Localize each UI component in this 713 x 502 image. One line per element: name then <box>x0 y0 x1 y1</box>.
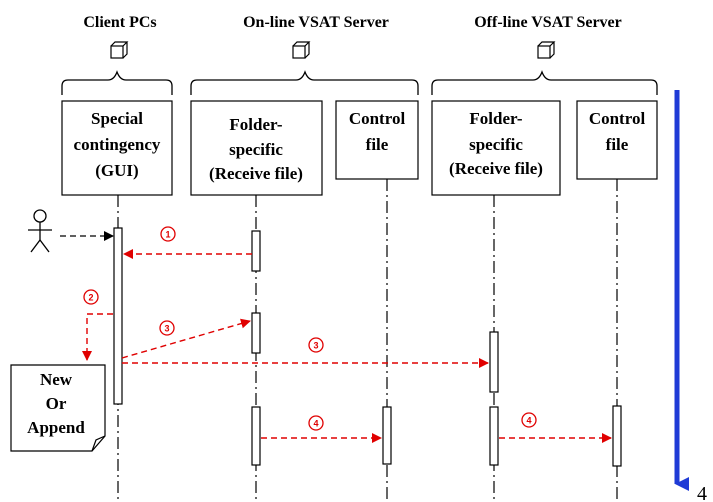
step-3a-label: 3 <box>164 324 169 334</box>
step-4a-label: 4 <box>313 419 318 429</box>
online-folder-activation-2 <box>251 312 261 354</box>
online-folder-activation-3 <box>251 406 261 466</box>
online-folder-label-2: specific <box>229 140 283 159</box>
online-folder-box <box>190 100 323 196</box>
client-node-icon <box>110 41 129 59</box>
online-control-box <box>335 100 419 180</box>
offline-control-activation <box>612 405 622 467</box>
offline-folder-label-3: (Receive file) <box>449 159 543 178</box>
new-or-append-note: New Or Append <box>10 364 106 452</box>
client-activation <box>113 227 123 405</box>
offline-folder-box <box>431 100 561 196</box>
special-label-2: contingency <box>74 135 161 154</box>
step-4a-marker: 4 <box>308 415 324 431</box>
step-2-label: 2 <box>88 293 93 303</box>
note-line-3: Append <box>27 418 85 437</box>
message-2-arrow <box>82 313 113 361</box>
online-folder-label-1: Folder- <box>229 115 283 134</box>
offline-control-label-1: Control <box>589 109 646 128</box>
step-4b-label: 4 <box>526 416 531 426</box>
online-folder-label-3: (Receive file) <box>209 164 303 183</box>
online-server-title: On-line VSAT Server <box>243 14 389 31</box>
online-brace <box>190 70 419 95</box>
offline-folder-label-1: Folder- <box>469 109 523 128</box>
offline-brace <box>431 70 658 95</box>
offline-folder-activation-2 <box>489 406 499 466</box>
step-1-marker: 1 <box>160 226 176 242</box>
step-1-label: 1 <box>165 230 170 240</box>
client-pcs-title: Client PCs <box>83 14 156 31</box>
message-3a-arrow <box>121 318 251 359</box>
offline-folder-label-2: specific <box>469 135 523 154</box>
user-actor-icon <box>28 209 52 253</box>
note-line-2: Or <box>46 394 67 413</box>
step-2-marker: 2 <box>83 289 99 305</box>
special-label-3: (GUI) <box>95 161 138 180</box>
offline-folder-activation-1 <box>489 331 499 393</box>
step-4b-marker: 4 <box>521 412 537 428</box>
step-3b-marker: 3 <box>308 337 324 353</box>
page-number: 4 <box>697 483 707 502</box>
online-folder-activation-1 <box>251 230 261 272</box>
note-line-1: New <box>40 370 73 389</box>
online-control-label-2: file <box>366 135 389 154</box>
online-control-activation <box>382 406 392 465</box>
offline-node-icon <box>537 41 556 59</box>
offline-control-label-2: file <box>606 135 629 154</box>
offline-server-title: Off-line VSAT Server <box>474 14 622 31</box>
online-node-icon <box>292 41 311 59</box>
online-control-label-1: Control <box>349 109 406 128</box>
special-label-1: Special <box>91 109 143 128</box>
step-3a-marker: 3 <box>159 320 175 336</box>
step-3b-label: 3 <box>313 341 318 351</box>
special-contingency-box <box>61 100 173 196</box>
client-brace <box>61 70 173 95</box>
